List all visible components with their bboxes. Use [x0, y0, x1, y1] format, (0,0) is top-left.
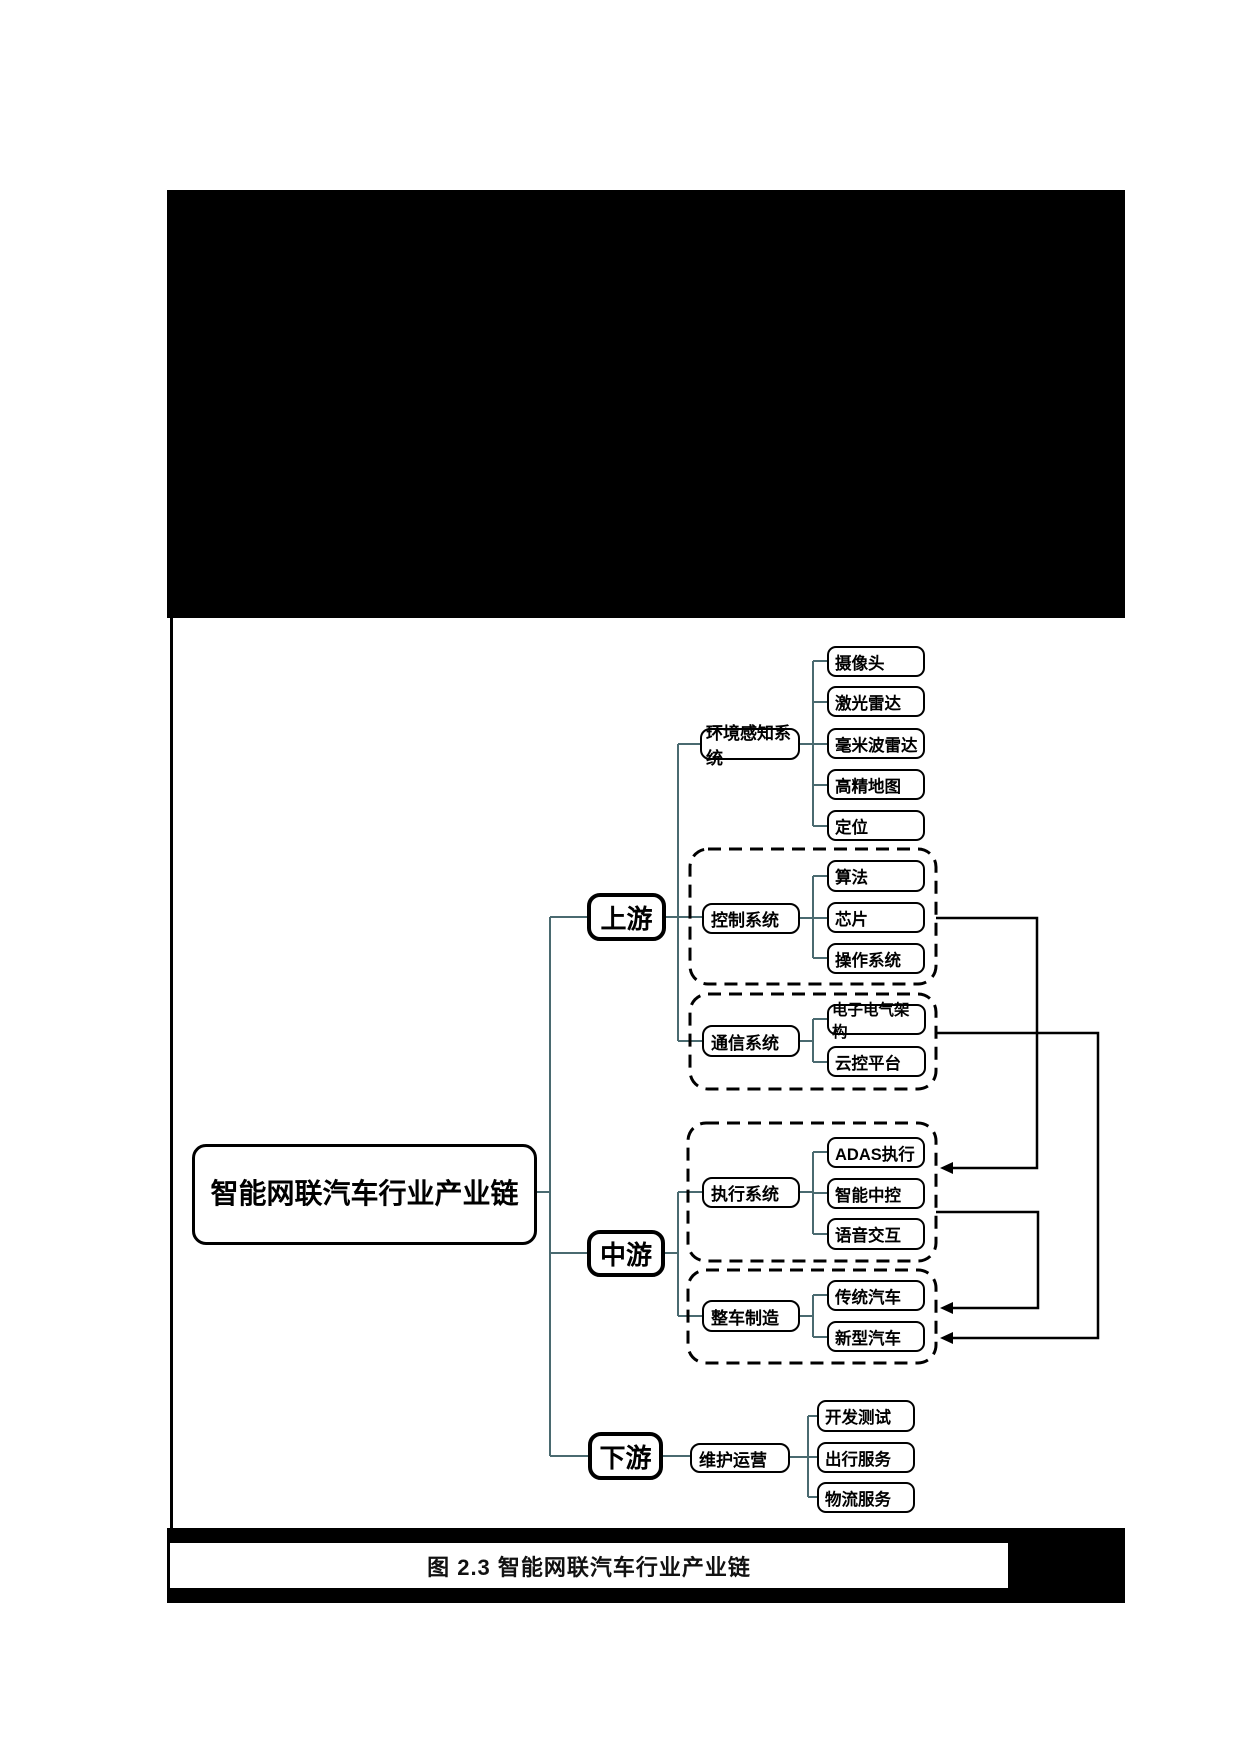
group-maintenance-label: 维护运营 [699, 1450, 767, 1470]
leaf-voice-interaction: 语音交互 [827, 1218, 925, 1250]
group-maintenance: 维护运营 [690, 1443, 790, 1473]
feedback-arrow-execution-to-traditional [936, 1210, 1040, 1310]
dashed-container-execution [686, 1121, 938, 1263]
feedback-arrow-control-to-execution [936, 916, 1039, 1170]
leaf-logistics-service: 物流服务 [817, 1482, 915, 1513]
tier-midstream-label: 中游 [599, 1240, 652, 1270]
feedback-arrow-comm-to-new-vehicle [936, 1031, 1100, 1340]
group-execution-label: 执行系统 [711, 1185, 779, 1204]
figure-caption: 图 2.3 智能网联汽车行业产业链 [427, 1554, 751, 1580]
leaf-algorithm: 算法 [827, 860, 925, 892]
figure-caption-box: 图 2.3 智能网联汽车行业产业链 [170, 1543, 1008, 1588]
group-communication-label: 通信系统 [711, 1033, 779, 1053]
tier-midstream: 中游 [587, 1230, 665, 1277]
tree-connectors [537, 660, 827, 1498]
tier-downstream-label: 下游 [599, 1442, 652, 1473]
leaf-travel-service: 出行服务 [817, 1442, 915, 1473]
leaf-chip: 芯片 [827, 902, 925, 933]
leaf-adas-execution: ADAS执行 [827, 1137, 925, 1168]
page-border-left [170, 618, 173, 1528]
group-control-label: 控制系统 [711, 911, 779, 930]
leaf-os: 操作系统 [827, 943, 925, 974]
group-communication: 通信系统 [702, 1025, 800, 1057]
feedback-arrows [936, 916, 1100, 1340]
dashed-container-control [688, 847, 938, 986]
leaf-lidar: 激光雷达 [827, 686, 925, 717]
leaf-dev-testing: 开发测试 [817, 1400, 915, 1432]
leaf-positioning: 定位 [827, 810, 925, 841]
tier-upstream: 上游 [587, 893, 666, 941]
redacted-image-block [167, 190, 1125, 618]
group-vehicle-mfg: 整车制造 [702, 1300, 800, 1332]
group-perception: 环境感知系统 [700, 724, 800, 768]
group-control: 控制系统 [702, 903, 800, 934]
dashed-containers [686, 847, 938, 1365]
group-execution: 执行系统 [702, 1177, 800, 1208]
dashed-container-communication [688, 992, 938, 1091]
tier-upstream-label: 上游 [600, 903, 653, 934]
leaf-camera: 摄像头 [827, 646, 925, 677]
leaf-smart-cockpit: 智能中控 [827, 1178, 925, 1209]
dashed-container-vehicle-mfg [686, 1268, 938, 1365]
leaf-ee-architecture: 电子电气架构 [827, 1002, 926, 1041]
group-vehicle-mfg-label: 整车制造 [711, 1308, 779, 1328]
root-node-label: 智能网联汽车行业产业链 [210, 1178, 519, 1210]
leaf-new-vehicle: 新型汽车 [827, 1321, 925, 1352]
leaf-traditional-vehicle: 传统汽车 [827, 1280, 925, 1311]
feedback-arrowheads [940, 1162, 953, 1344]
tier-downstream: 下游 [588, 1432, 663, 1480]
leaf-cloud-platform: 云控平台 [827, 1046, 926, 1077]
leaf-hd-map: 高精地图 [827, 769, 925, 800]
root-node: 智能网联汽车行业产业链 [192, 1144, 537, 1245]
leaf-mmwave-radar: 毫米波雷达 [827, 728, 925, 759]
group-perception-label: 环境感知系统 [706, 724, 791, 768]
